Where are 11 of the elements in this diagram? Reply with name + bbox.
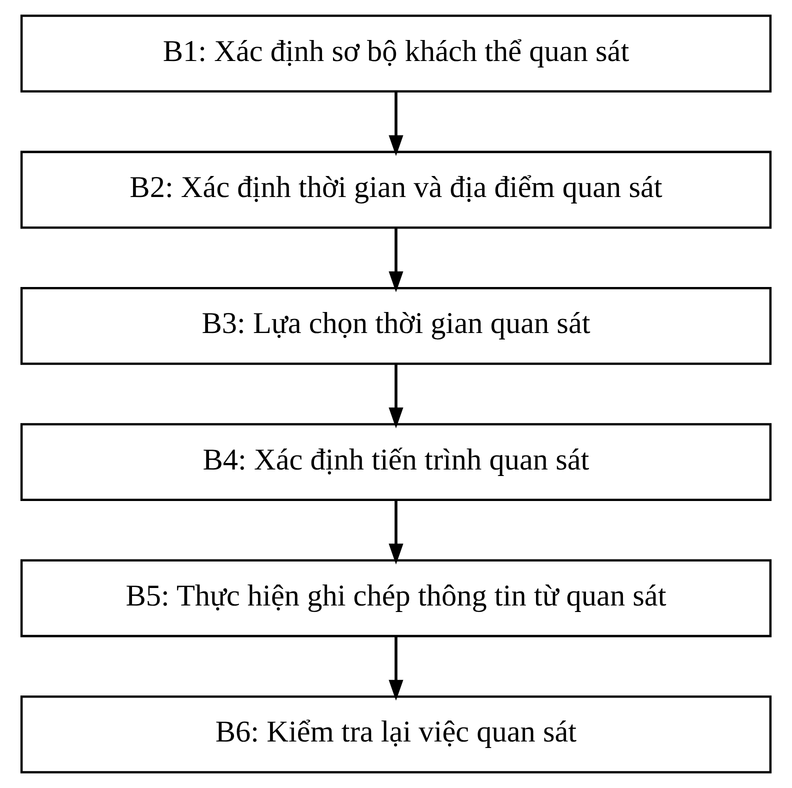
node-box: B3: Lựa chọn thời gian quan sát [20,286,772,365]
node-box: B1: Xác định sơ bộ khách thể quan sát [20,14,772,93]
arrow [388,364,404,428]
arrow [388,228,404,292]
node-box: B4: Xác định tiến trình quan sát [20,423,772,502]
node-box: B6: Kiểm tra lại việc quan sát [20,695,772,774]
arrow [388,92,404,156]
arrow [388,636,404,701]
node-box: B2: Xác định thời gian và địa điểm quan sát [20,150,772,229]
arrow [388,500,404,565]
node-box: B5: Thực hiện ghi chép thông tin từ quan sát [20,559,772,638]
